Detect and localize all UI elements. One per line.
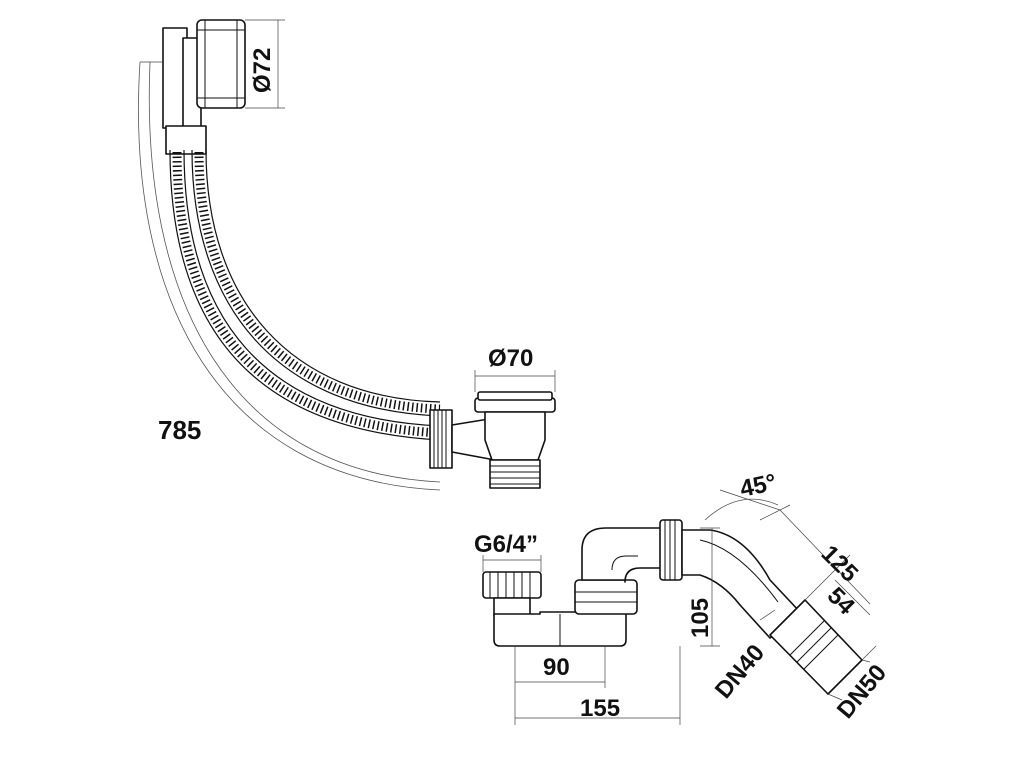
height-label: 105 [687,598,714,638]
drain-body [429,391,556,489]
angle-label: 45° [738,469,779,503]
flexible-hoses [169,149,441,441]
dimension-lines [138,19,877,725]
thread-size-label: G6/4” [474,531,538,558]
inner-spacing-label: 90 [543,654,570,681]
outlet-small-label: DN40 [710,639,770,703]
siphon-trap [482,519,863,695]
overall-width-label: 155 [580,695,620,722]
cable-length-label: 785 [158,415,201,445]
overflow-diameter-label: Ø72 [249,48,276,93]
overflow-head [162,19,246,155]
drain-diameter-label: Ø70 [488,345,533,372]
elbow-length-label: 125 [816,540,863,587]
